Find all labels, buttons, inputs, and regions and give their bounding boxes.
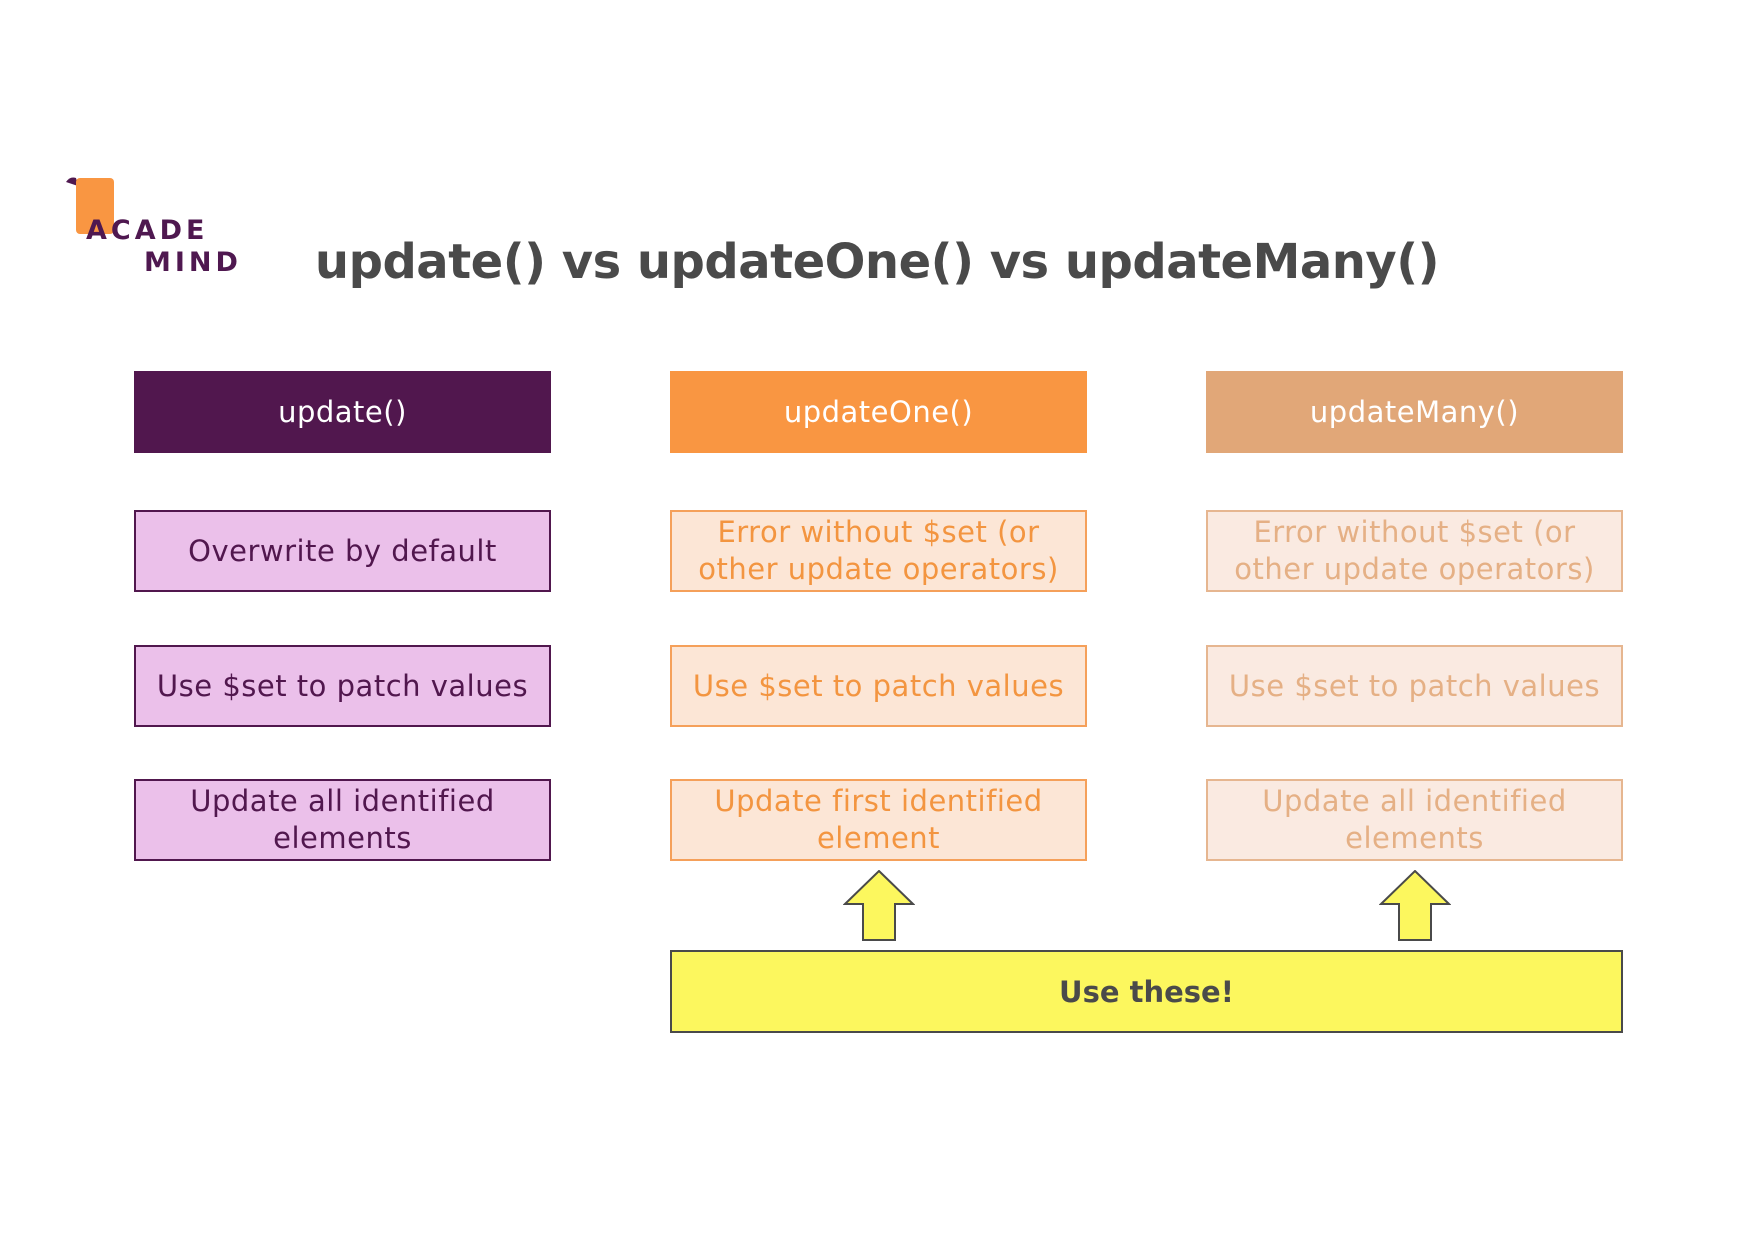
academind-logo: ACADE MIND: [64, 176, 244, 286]
up-arrow-icon: [843, 870, 915, 941]
use-these-callout: Use these!: [670, 950, 1623, 1033]
update-many-cell-error: Error without $set (or other update oper…: [1206, 510, 1623, 592]
update-cell-scope: Update all identified elements: [134, 779, 551, 861]
update-cell-set: Use $set to patch values: [134, 645, 551, 727]
logo-text-line2: MIND: [144, 247, 242, 278]
update-one-cell-set: Use $set to patch values: [670, 645, 1087, 727]
header-update: update(): [134, 371, 551, 453]
page-title: update() vs updateOne() vs updateMany(): [314, 234, 1440, 290]
up-arrow-icon: [1379, 870, 1451, 941]
update-one-cell-error: Error without $set (or other update oper…: [670, 510, 1087, 592]
header-update-one: updateOne(): [670, 371, 1087, 453]
update-many-cell-set: Use $set to patch values: [1206, 645, 1623, 727]
logo-text-line1: ACADE: [86, 215, 209, 246]
update-many-cell-scope: Update all identified elements: [1206, 779, 1623, 861]
update-cell-overwrite: Overwrite by default: [134, 510, 551, 592]
logo-mark-icon: [66, 177, 114, 234]
update-one-cell-scope: Update first identified element: [670, 779, 1087, 861]
header-update-many: updateMany(): [1206, 371, 1623, 453]
